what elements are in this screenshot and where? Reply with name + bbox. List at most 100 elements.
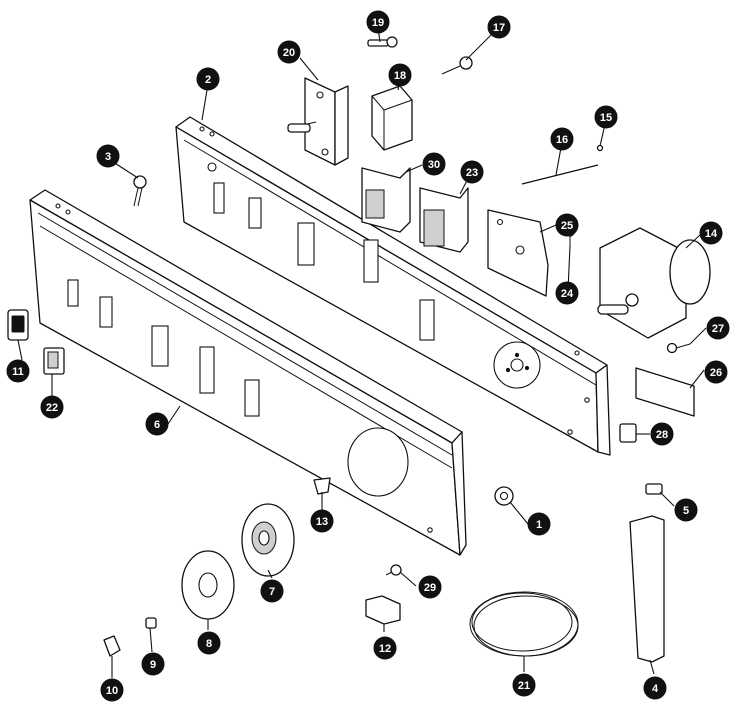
callout-circle: [277, 40, 301, 64]
callout-number: 4: [652, 683, 659, 695]
callout-number: 2: [205, 74, 211, 86]
callout-24: 24: [555, 281, 579, 305]
wire-coil-21: [469, 591, 579, 657]
callout-circle: [704, 360, 728, 384]
callout-circle: [643, 676, 667, 700]
callout-number: 6: [154, 419, 160, 431]
callout-number: 13: [316, 516, 328, 528]
callout-circle: [96, 144, 120, 168]
callout-circle: [373, 636, 397, 660]
callout-number: 7: [269, 586, 275, 598]
callout-number: 15: [600, 112, 612, 124]
callout-number: 20: [283, 47, 295, 59]
callout-number: 10: [106, 685, 118, 697]
screw-3: [133, 175, 147, 207]
callout-number: 17: [493, 22, 505, 34]
callout-5: 5: [674, 498, 698, 522]
screw-27: [666, 342, 691, 354]
clip-5: [645, 483, 663, 495]
callout-16: 16: [550, 127, 574, 151]
callout-number: 9: [150, 659, 156, 671]
rear-control-panel: [175, 116, 611, 456]
callouts: 1234567891011121314151617181920212223242…: [6, 10, 730, 702]
callout-number: 27: [712, 323, 724, 335]
callout-number: 8: [206, 638, 212, 650]
callout-circle: [487, 15, 511, 39]
callout-23: 23: [460, 160, 484, 184]
callout-2: 2: [196, 67, 220, 91]
callout-27: 27: [706, 316, 730, 340]
callout-17: 17: [487, 15, 511, 39]
clip-13: [313, 477, 331, 495]
callout-number: 25: [561, 220, 573, 232]
callout-19: 19: [366, 10, 390, 34]
callout-number: 23: [466, 167, 478, 179]
wire-16: [521, 164, 599, 185]
screw-29: [385, 564, 402, 576]
callout-circle: [366, 10, 390, 34]
callout-28: 28: [650, 422, 674, 446]
knob-skirt-8: [181, 550, 235, 620]
relay-18: [371, 85, 413, 151]
bracket-25: [487, 209, 549, 297]
callout-25: 25: [555, 213, 579, 237]
block-12: [365, 595, 401, 625]
callout-circle: [197, 631, 221, 655]
callout-number: 14: [705, 228, 718, 240]
callout-circle: [196, 67, 220, 91]
callout-3: 3: [96, 144, 120, 168]
callout-number: 18: [394, 70, 406, 82]
callout-11: 11: [6, 359, 30, 383]
front-control-panel: [29, 189, 467, 556]
trim-4: [629, 515, 665, 663]
part-10: [103, 635, 121, 657]
rocker-switch-11: [7, 309, 29, 341]
callout-circle: [555, 213, 579, 237]
callout-circle: [674, 498, 698, 522]
callout-circle: [594, 105, 618, 129]
callout-number: 3: [105, 151, 111, 163]
callout-circle: [512, 673, 536, 697]
callout-circle: [706, 316, 730, 340]
switch-22: [43, 347, 65, 375]
callout-10: 10: [100, 678, 124, 702]
callout-9: 9: [141, 652, 165, 676]
callout-18: 18: [388, 63, 412, 87]
callout-circle: [699, 221, 723, 245]
switch-block-23: [419, 187, 469, 253]
callout-number: 28: [656, 429, 668, 441]
callout-circle: [422, 152, 446, 176]
grommet-1: [494, 486, 514, 506]
callout-circle: [388, 63, 412, 87]
callout-number: 21: [518, 680, 530, 692]
callout-circle: [141, 652, 165, 676]
callout-26: 26: [704, 360, 728, 384]
timer-14: [597, 227, 711, 339]
callout-20: 20: [277, 40, 301, 64]
callout-4: 4: [643, 676, 667, 700]
callout-circle: [260, 579, 284, 603]
callout-circle: [6, 359, 30, 383]
circuit-board-26: [635, 367, 695, 417]
callout-29: 29: [418, 575, 442, 599]
clip-9: [145, 617, 157, 629]
callout-number: 1: [536, 519, 542, 531]
callout-15: 15: [594, 105, 618, 129]
callout-22: 22: [40, 395, 64, 419]
callout-number: 11: [12, 366, 24, 378]
callout-circle: [418, 575, 442, 599]
callout-7: 7: [260, 579, 284, 603]
callout-circle: [460, 160, 484, 184]
callout-circle: [527, 512, 551, 536]
callout-13: 13: [310, 509, 334, 533]
switch-block-30: [361, 167, 411, 233]
callout-1: 1: [527, 512, 551, 536]
callout-circle: [100, 678, 124, 702]
callout-6: 6: [145, 412, 169, 436]
callout-8: 8: [197, 631, 221, 655]
callout-number: 26: [710, 367, 722, 379]
bracket-20: [287, 77, 349, 166]
callout-circle: [555, 281, 579, 305]
